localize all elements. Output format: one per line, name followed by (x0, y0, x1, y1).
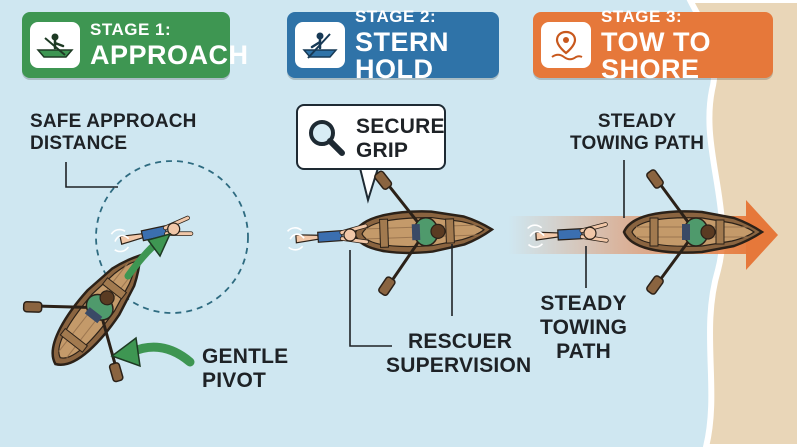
stage3-badge: STAGE 3: TOW TO SHORE (533, 8, 773, 82)
secure-grip-callout: SECURE GRIP (296, 104, 446, 170)
steady-top-line1: STEADY (597, 111, 677, 132)
gentle-pivot-line1: GENTLE (202, 345, 289, 368)
stage2-title: STERN HOLD (355, 26, 450, 84)
safe-distance-leader (65, 162, 118, 188)
steady-towing-top-label: STEADY TOWING PATH (570, 111, 704, 155)
stage3-title: TOW TO SHORE (601, 26, 711, 84)
stage1-title: APPROACH (90, 40, 249, 70)
rowing-boat-icon (30, 22, 80, 68)
stage1-kicker: STAGE 1: (90, 20, 172, 39)
rescuer-line1: RESCUER (408, 330, 513, 353)
supervision-leader-1 (349, 250, 392, 347)
stage2-badge: STAGE 2: STERN HOLD (287, 8, 499, 82)
gentle-pivot-label: GENTLE PIVOT (202, 345, 288, 393)
secure-grip-line2: GRIP (356, 139, 409, 163)
steady-top-line2: TOWING PATH (570, 132, 705, 154)
stage2-kicker: STAGE 2: (355, 6, 437, 26)
steady-towing-bottom-label: STEADY TOWING PATH (540, 292, 627, 364)
steady-bottom-line1: STEADY (540, 292, 627, 315)
safe-approach-line2: DISTANCE (30, 132, 128, 154)
rower-icon (295, 22, 345, 68)
location-swimmer-icon (541, 22, 591, 68)
stage3-kicker: STAGE 3: (601, 6, 683, 26)
tow-arrow-head (746, 200, 778, 270)
rescuer-line2: SUPERVISION (386, 354, 532, 378)
steady-bottom-line2: TOWING (540, 316, 628, 340)
secure-grip-line1: SECURE (356, 115, 445, 138)
rescuer-supervision-label: RESCUER SUPERVISION (386, 330, 531, 378)
safe-approach-line1: SAFE APPROACH (30, 111, 197, 132)
pivot-arrow-head (110, 336, 141, 368)
approach-arrow-head (146, 232, 172, 258)
stage1-badge: STAGE 1: APPROACH (22, 12, 248, 78)
safe-distance-ring (95, 160, 249, 314)
secure-grip-label: SECURE GRIP (356, 115, 445, 163)
steady-bottom-line3: PATH (556, 340, 611, 364)
gentle-pivot-line2: PIVOT (202, 369, 267, 393)
safe-approach-label: SAFE APPROACH DISTANCE (30, 111, 197, 155)
magnifier-icon (309, 120, 345, 156)
